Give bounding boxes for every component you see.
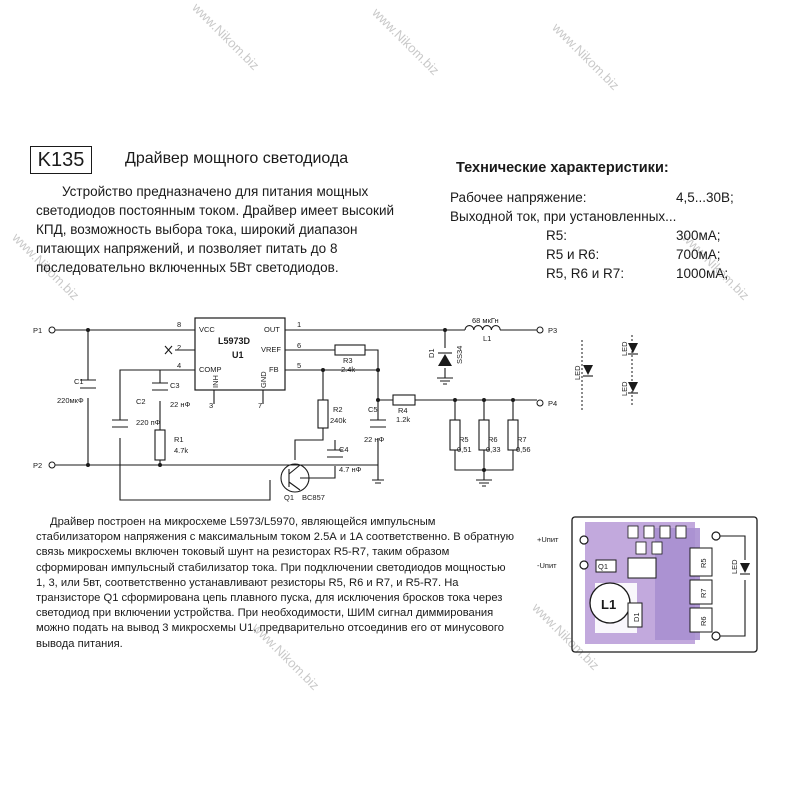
pin-number: 4 [177, 361, 181, 370]
r7-value: 0,56 [516, 445, 531, 454]
pin-gnd-label: GND [259, 371, 268, 388]
terminal-p3 [536, 326, 544, 334]
ic-u1-body [194, 317, 286, 391]
pcb-led-symbol [740, 563, 750, 573]
pcb-vminus-label: -Uпит [537, 561, 557, 570]
spec-value: 4,5...30В; [676, 190, 734, 205]
pin-vcc-label: VCC [199, 325, 215, 334]
specs-title: Технические характеристики: [456, 160, 669, 176]
pcb-led-label: LED [730, 559, 739, 574]
watermark: www.Nikom.biz [549, 20, 623, 93]
pin-comp-label: COMP [199, 365, 222, 374]
c1-ref: C1 [74, 377, 84, 386]
pcb-l1-label: L1 [601, 597, 616, 612]
led-symbol [628, 382, 638, 392]
led-label: LED [620, 381, 629, 396]
pcb-board-outline [571, 516, 758, 653]
spec-value: 1000мА; [676, 266, 729, 281]
r6-value: 0,33 [486, 445, 501, 454]
l1-ref: L1 [483, 334, 491, 343]
spec-label: Рабочее напряжение: [450, 190, 587, 205]
kit-code: K135 [30, 146, 92, 174]
watermark: www.Nikom.biz [369, 5, 443, 78]
pin-out-label: OUT [264, 325, 280, 334]
pcb-pad-vplus [579, 535, 589, 545]
pcb-r6-label: R6 [699, 616, 708, 626]
c1-value: 220мкФ [57, 396, 84, 405]
d1-ref: D1 [427, 348, 436, 358]
pin-number: 5 [297, 361, 301, 370]
r3-value: 2.4k [341, 365, 355, 374]
kit-title: Драйвер мощного светодиода [125, 150, 349, 167]
pin-number: 3 [209, 401, 213, 410]
l1-value: 68 мкГн [472, 316, 499, 325]
c5-value: 22 нФ [364, 435, 385, 444]
ic-name: L5973D [218, 336, 251, 346]
intro-paragraph: Устройство предназначено для питания мощ… [36, 184, 395, 275]
watermark: www.Nikom.biz [189, 0, 263, 73]
led-label: LED [573, 365, 582, 380]
pin-number: 7 [258, 401, 262, 410]
r7-ref: R7 [517, 435, 527, 444]
c5-ref: C5 [368, 405, 378, 414]
r4-value: 1.2k [396, 415, 410, 424]
terminal-p1-label: P1 [33, 326, 42, 335]
r1-ref: R1 [174, 435, 184, 444]
q1-value: BC857 [302, 493, 325, 502]
pin-vref-label: VREF [261, 345, 281, 354]
pin-fb-label: FB [269, 365, 279, 374]
pin-inh-label: INH [211, 375, 220, 388]
terminal-p3-label: P3 [548, 326, 557, 335]
c3-ref: C3 [170, 381, 180, 390]
c4-ref: C4 [339, 445, 349, 454]
c3-value: 22 нФ [170, 400, 191, 409]
q1-ref: Q1 [284, 493, 294, 502]
spec-label: R5, R6 и R7: [546, 266, 625, 281]
d1-value: SS34 [455, 346, 464, 364]
spec-label: Выходной ток, при установленных... [450, 209, 677, 224]
r2-ref: R2 [333, 405, 343, 414]
r5-value: 0,51 [457, 445, 472, 454]
pcb-q1-label: Q1 [598, 562, 608, 571]
spec-label: R5: [546, 228, 568, 243]
r1-value: 4.7k [174, 446, 188, 455]
circuit-schematic: L5973D U1 VCC COMP OUT VREF FB INH GND 8… [33, 316, 638, 502]
r5-ref: R5 [459, 435, 469, 444]
pcb-r5-label: R5 [699, 558, 708, 568]
diode-d1 [438, 354, 452, 366]
terminal-p2 [48, 461, 56, 469]
pcb-r7-label: R7 [699, 588, 708, 598]
pcb-vplus-label: +Uпит [537, 535, 559, 544]
spec-label: R5 и R6: [546, 247, 600, 262]
pin-number: 6 [297, 341, 301, 350]
inductor-l1 [464, 325, 501, 331]
r6-ref: R6 [488, 435, 498, 444]
pcb-layout: L1 D1 Q1 R5 R7 R6 +Uпит -Uпит LED [537, 516, 758, 653]
terminal-p4-label: P4 [548, 399, 557, 408]
terminal-p1 [48, 326, 56, 334]
spec-value: 700мА; [676, 247, 721, 262]
r2-value: 240k [330, 416, 347, 425]
spec-value: 300мА; [676, 228, 721, 243]
c2-value: 220 пФ [136, 418, 161, 427]
led-label: LED [620, 341, 629, 356]
r4-ref: R4 [398, 406, 408, 415]
pcb-d1-label: D1 [632, 612, 641, 622]
c2-ref: C2 [136, 397, 146, 406]
pin-number: 2 [177, 343, 181, 352]
pin-number: 8 [177, 320, 181, 329]
c4-value: 4.7 нФ [339, 465, 362, 474]
terminal-p2-label: P2 [33, 461, 42, 470]
transistor-q1 [280, 463, 310, 493]
ic-ref: U1 [232, 350, 244, 360]
r3-ref: R3 [343, 356, 353, 365]
pin-number: 1 [297, 320, 301, 329]
terminal-p4 [536, 399, 544, 407]
led-symbol [628, 343, 638, 353]
pcb-pad-vminus [579, 560, 589, 570]
led-symbol [583, 365, 593, 375]
description-paragraph: Драйвер построен на микросхеме L5973/L59… [36, 516, 514, 650]
